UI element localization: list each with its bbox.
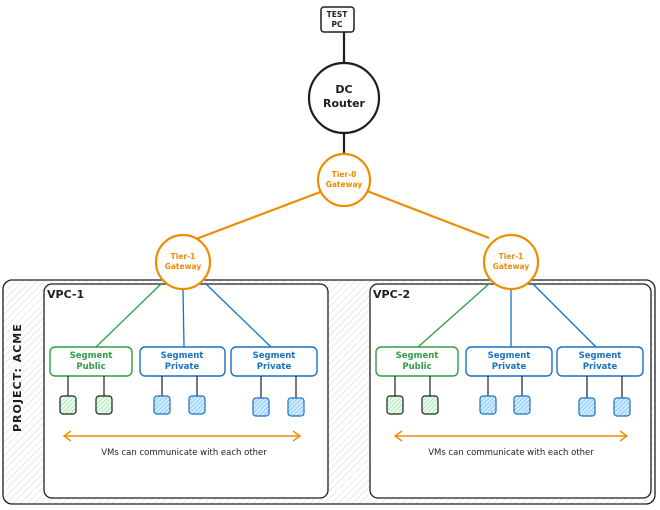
vpc-1-segment-public[interactable]: Segment Public [49,346,133,377]
segment-label-line1: Segment [396,351,439,361]
vpc-1-communication-note: VMs can communicate with each other [101,448,267,458]
tier1-vpc1-label-line1: Tier-1 [171,252,196,261]
tier0-label-line1: Tier-0 [332,170,357,179]
vpc-2-segment-private-1[interactable]: Segment Private [465,346,553,377]
vm-private[interactable] [513,395,531,415]
vm-private[interactable] [479,395,497,415]
segment-label-line2: Public [402,362,431,372]
link-tier1-segment-private-2 [204,282,272,348]
vm-public[interactable] [421,395,439,415]
vm-private[interactable] [578,397,596,417]
segment-label-line2: Private [165,362,200,372]
vpc-2-communication-arrow [393,430,629,442]
vpc-2-segment-private-2[interactable]: Segment Private [556,346,644,377]
link-tier1-segment-private-2 [531,282,597,348]
segment-label-line1: Segment [70,351,113,361]
link-tier0-tier1-vpc1 [195,189,324,241]
vm-public[interactable] [59,395,77,415]
vm-private[interactable] [287,397,305,417]
vm-private[interactable] [613,397,631,417]
tier1-vpc1-label-line2: Gateway [165,262,202,271]
vpc-1-communication-arrow [62,430,302,442]
link-tier1-segment-private-1 [182,288,185,348]
segment-label-line1: Segment [161,351,204,361]
link-tier1-segment-public [95,282,163,348]
vpc-1-vms [59,395,305,417]
tier0-gateway-node[interactable]: Tier-0 Gateway [316,152,372,208]
vpc-2-vms [386,395,631,417]
segment-label-line1: Segment [579,351,622,361]
link-tier0-tier1-vpc2 [366,189,490,240]
test-pc-label-line2: PC [331,20,342,29]
dc-router-label-line2: Router [323,97,366,110]
tier0-tier1-links [195,189,490,241]
tier1-gateway-vpc-2[interactable]: Tier-1 Gateway [482,233,540,291]
segment-label-line2: Public [76,362,105,372]
dc-router-label-line1: DC [335,83,352,96]
segment-label-line2: Private [257,362,292,372]
vm-public[interactable] [386,395,404,415]
vm-links [67,376,623,398]
tier1-vpc2-label-line1: Tier-1 [499,252,524,261]
test-pc-node[interactable]: TEST PC [320,6,355,33]
vm-public[interactable] [95,395,113,415]
segment-label-line1: Segment [488,351,531,361]
vpc-1: VPC-1 [43,283,329,499]
segment-label-line1: Segment [253,351,296,361]
test-pc-label-line1: TEST [327,10,349,19]
vpc-1-segment-private-1[interactable]: Segment Private [139,346,226,377]
vpc-1-segment-links [95,282,272,348]
vpc-2: VPC-2 [369,283,652,499]
vm-private[interactable] [153,395,171,415]
vpc-2-segment-public[interactable]: Segment Public [375,346,459,377]
vpc-1-segment-private-2[interactable]: Segment Private [230,346,318,377]
vm-private[interactable] [252,397,270,417]
project-label: PROJECT: ACME [11,323,24,432]
vpc-1-label: VPC-1 [47,288,84,301]
tier0-label-line2: Gateway [326,180,363,189]
vpc-2-communication-note: VMs can communicate with each other [428,448,594,458]
vpc-2-label: VPC-2 [373,288,410,301]
tier1-vpc2-label-line2: Gateway [493,262,530,271]
vm-private[interactable] [188,395,206,415]
link-tier1-segment-public [417,282,491,348]
tier1-gateway-vpc-1[interactable]: Tier-1 Gateway [154,233,212,291]
segment-label-line2: Private [583,362,618,372]
segment-label-line2: Private [492,362,527,372]
vpc-2-segment-links [417,282,597,348]
dc-router-node[interactable]: DC Router [307,61,381,135]
